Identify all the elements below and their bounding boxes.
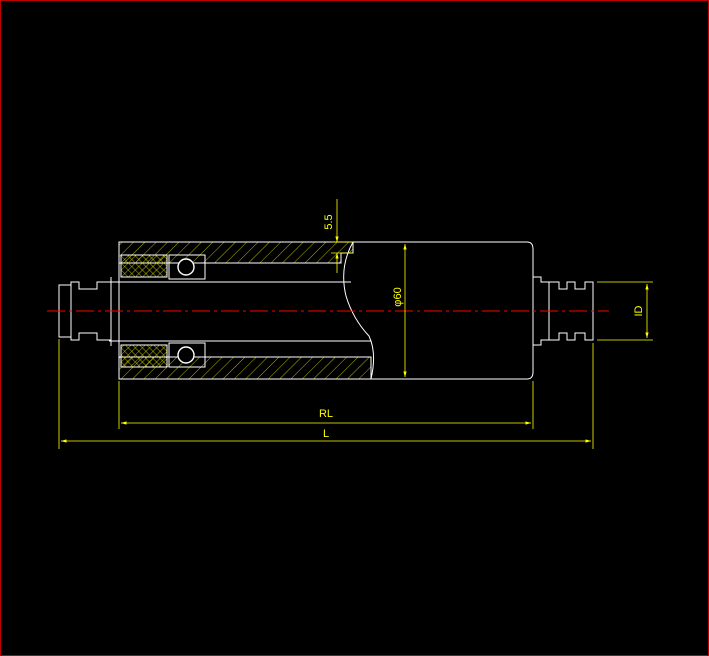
dim-roller-length-label: RL [319,408,333,420]
dim-overall-length-label: L [323,428,329,440]
dim-shell-thickness-label: 5.5 [323,214,335,229]
dim-diameter: φ60 [392,244,407,377]
dim-shaft-diameter-label: ID [633,305,645,316]
bearing-housing-top [120,254,168,278]
ball-bearing-bottom [168,342,206,368]
shaft [109,263,371,357]
bearing-housing-bottom [120,344,168,368]
dim-shell-thickness: 5.5 [323,199,353,273]
dim-shaft-diameter: ID [597,281,653,341]
dim-diameter-label: φ60 [392,287,404,306]
dim-roller-length: RL [118,381,534,429]
ball-bearing-top [168,254,206,280]
dim-overall-length: L [58,339,594,449]
